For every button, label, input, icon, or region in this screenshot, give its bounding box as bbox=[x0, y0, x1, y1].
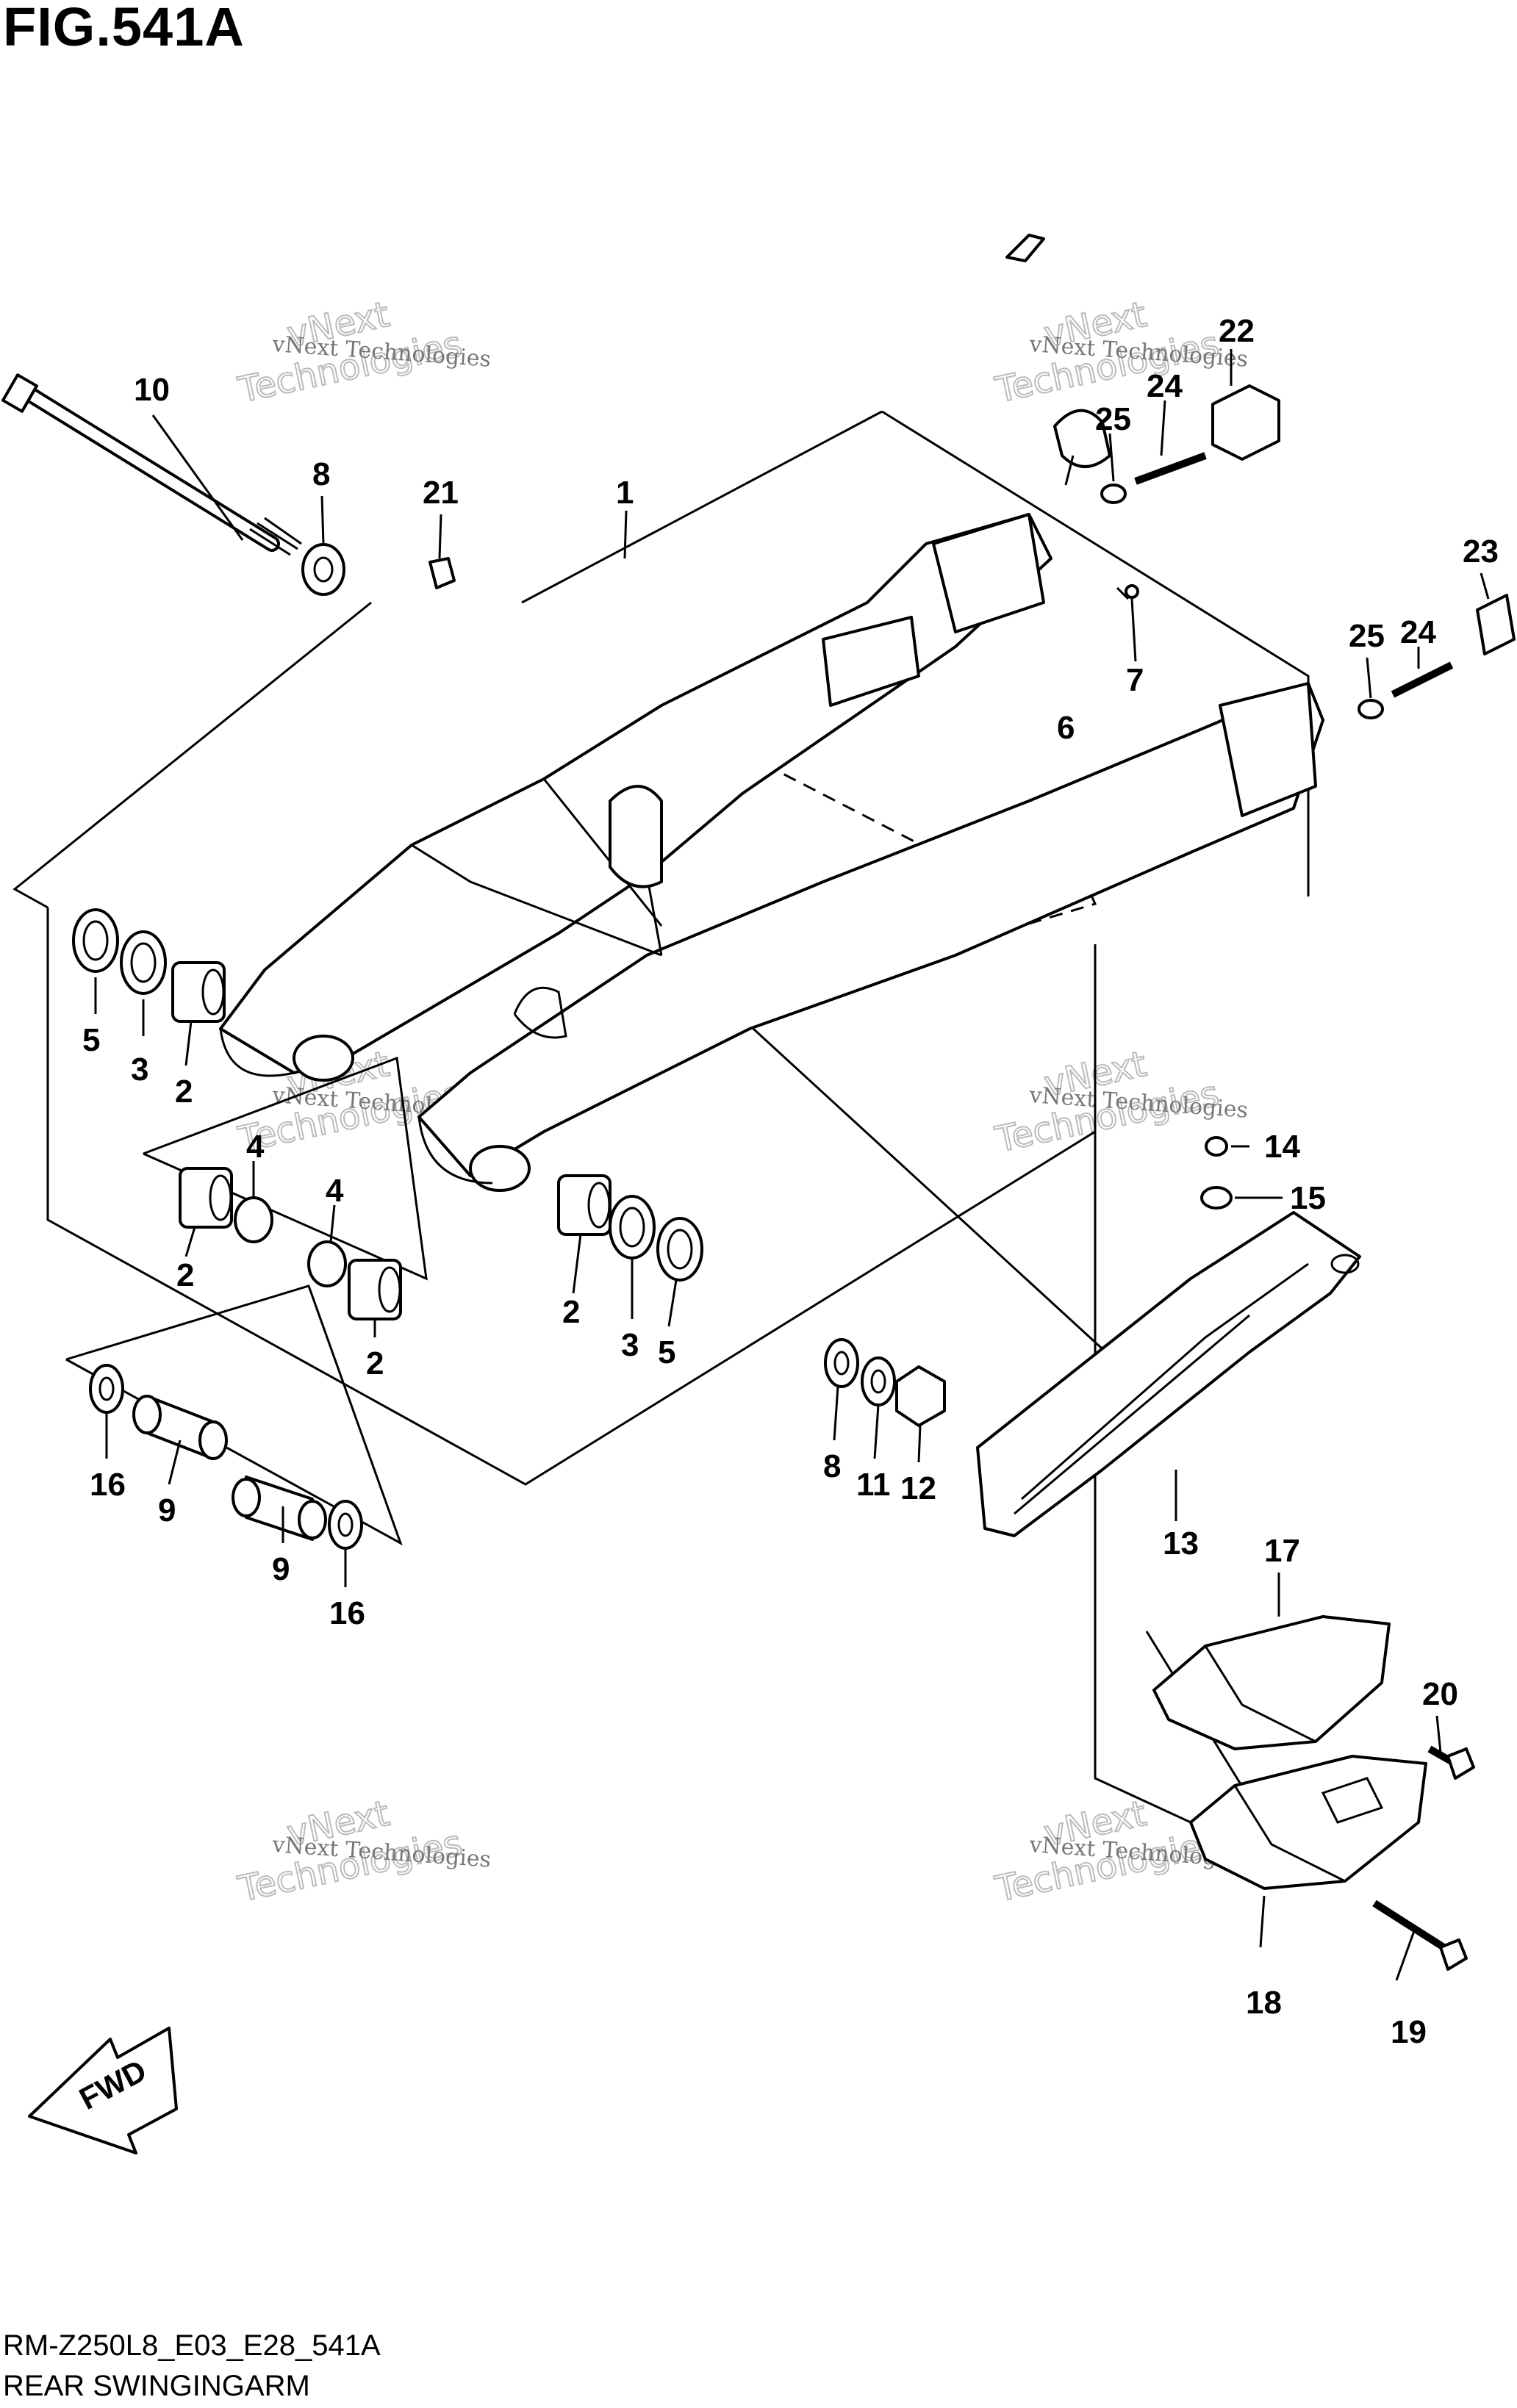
leader-lines bbox=[94, 349, 1490, 1981]
swingarm-gusset bbox=[513, 986, 567, 1039]
callout-21: 21 bbox=[423, 475, 459, 511]
washer-8-bottom bbox=[824, 1338, 859, 1388]
chain-guide-upper-17 bbox=[1152, 1615, 1391, 1750]
bearing-3-left bbox=[120, 930, 167, 995]
callout-14: 14 bbox=[1264, 1129, 1300, 1165]
callout-12: 12 bbox=[900, 1470, 936, 1506]
bearing-3-right bbox=[609, 1195, 656, 1259]
block-22 bbox=[1211, 384, 1280, 461]
washer-15 bbox=[1200, 1186, 1233, 1210]
swingarm-brace bbox=[609, 785, 663, 888]
callout-2: 2 bbox=[175, 1074, 193, 1110]
seal-4-left bbox=[234, 1196, 273, 1243]
frame-line bbox=[65, 1284, 403, 1546]
callout-8: 8 bbox=[823, 1448, 841, 1484]
small-parts bbox=[72, 234, 1516, 1550]
callout-6: 6 bbox=[1057, 710, 1075, 746]
frame-line bbox=[881, 410, 1310, 896]
seal-5-right bbox=[656, 1217, 703, 1282]
chain-slider-mount bbox=[822, 616, 920, 707]
callout-8: 8 bbox=[312, 456, 330, 492]
callout-labels: 10 8 21 1 22 24 25 23 24 25 7 6 14 15 13… bbox=[82, 313, 1499, 2050]
chain-adjuster-plate-6 bbox=[1053, 409, 1111, 468]
callout-23: 23 bbox=[1463, 533, 1499, 569]
swingarm-crossmember bbox=[411, 778, 663, 957]
pivot-housing bbox=[219, 1028, 493, 1185]
callout-2: 2 bbox=[176, 1257, 194, 1293]
washer-16-left bbox=[89, 1364, 124, 1414]
washer-16-right bbox=[328, 1500, 363, 1550]
callout-4: 4 bbox=[246, 1129, 265, 1165]
callout-16: 16 bbox=[329, 1595, 365, 1631]
nut-21 bbox=[428, 557, 456, 589]
callout-11: 11 bbox=[856, 1467, 891, 1503]
callout-9: 9 bbox=[272, 1551, 290, 1587]
callout-19: 19 bbox=[1391, 2014, 1427, 2050]
callout-15: 15 bbox=[1290, 1180, 1326, 1216]
figure-code: RM-Z250L8_E03_E28_541A bbox=[3, 2329, 381, 2362]
callout-7: 7 bbox=[1126, 662, 1144, 698]
washer-11 bbox=[861, 1356, 896, 1406]
figure-title: FIG.541A bbox=[3, 0, 245, 57]
callout-16: 16 bbox=[90, 1467, 126, 1503]
washer-25-top bbox=[1100, 484, 1127, 504]
callout-17: 17 bbox=[1264, 1533, 1300, 1569]
callout-24: 24 bbox=[1400, 614, 1436, 650]
callout-3: 3 bbox=[131, 1052, 148, 1088]
callout-25: 25 bbox=[1349, 618, 1385, 654]
callout-25: 25 bbox=[1095, 401, 1131, 437]
frame-line bbox=[46, 908, 1097, 1486]
chain-slider bbox=[976, 1211, 1361, 1537]
callout-2: 2 bbox=[562, 1294, 580, 1330]
washer-25-right bbox=[1358, 699, 1384, 719]
nut-12 bbox=[895, 1365, 946, 1427]
axle-slot-right bbox=[1219, 682, 1317, 817]
seal-4-right bbox=[307, 1240, 347, 1287]
callout-4: 4 bbox=[326, 1173, 344, 1209]
frame-line bbox=[143, 1056, 428, 1281]
frame-line bbox=[12, 601, 372, 909]
assembly-frame bbox=[12, 410, 1310, 1824]
callout-5: 5 bbox=[82, 1022, 100, 1058]
callout-20: 20 bbox=[1422, 1676, 1458, 1712]
figure-name: REAR SWINGINGARM bbox=[3, 2370, 310, 2402]
frame-line bbox=[1094, 1132, 1191, 1824]
chain-guide-lower-18 bbox=[1189, 1755, 1427, 1890]
pivot-boss-right bbox=[469, 1145, 531, 1192]
seal-5-left bbox=[72, 908, 119, 973]
tensioner-washer bbox=[1005, 234, 1045, 262]
block-23 bbox=[1476, 594, 1516, 655]
callout-2: 2 bbox=[366, 1345, 384, 1381]
washer-8-top bbox=[301, 543, 345, 596]
callout-22: 22 bbox=[1219, 313, 1255, 349]
chain-guide bbox=[1152, 1615, 1475, 1971]
callout-13: 13 bbox=[1163, 1525, 1199, 1561]
callout-10: 10 bbox=[134, 372, 170, 408]
callout-24: 24 bbox=[1147, 368, 1183, 404]
pivot-shaft bbox=[1, 373, 302, 556]
screw-14 bbox=[1205, 1136, 1228, 1157]
callout-3: 3 bbox=[621, 1327, 639, 1363]
fwd-arrow-icon: FWD bbox=[28, 2027, 178, 2154]
screw-7 bbox=[1116, 586, 1130, 600]
callout-9: 9 bbox=[158, 1492, 176, 1528]
callout-5: 5 bbox=[658, 1334, 675, 1370]
callout-18: 18 bbox=[1246, 1985, 1282, 2021]
callout-1: 1 bbox=[616, 475, 634, 511]
swingarm bbox=[219, 513, 1324, 1192]
axle-slot-left bbox=[932, 513, 1045, 633]
frame-line bbox=[521, 410, 883, 604]
pivot-boss-left bbox=[293, 1035, 354, 1082]
